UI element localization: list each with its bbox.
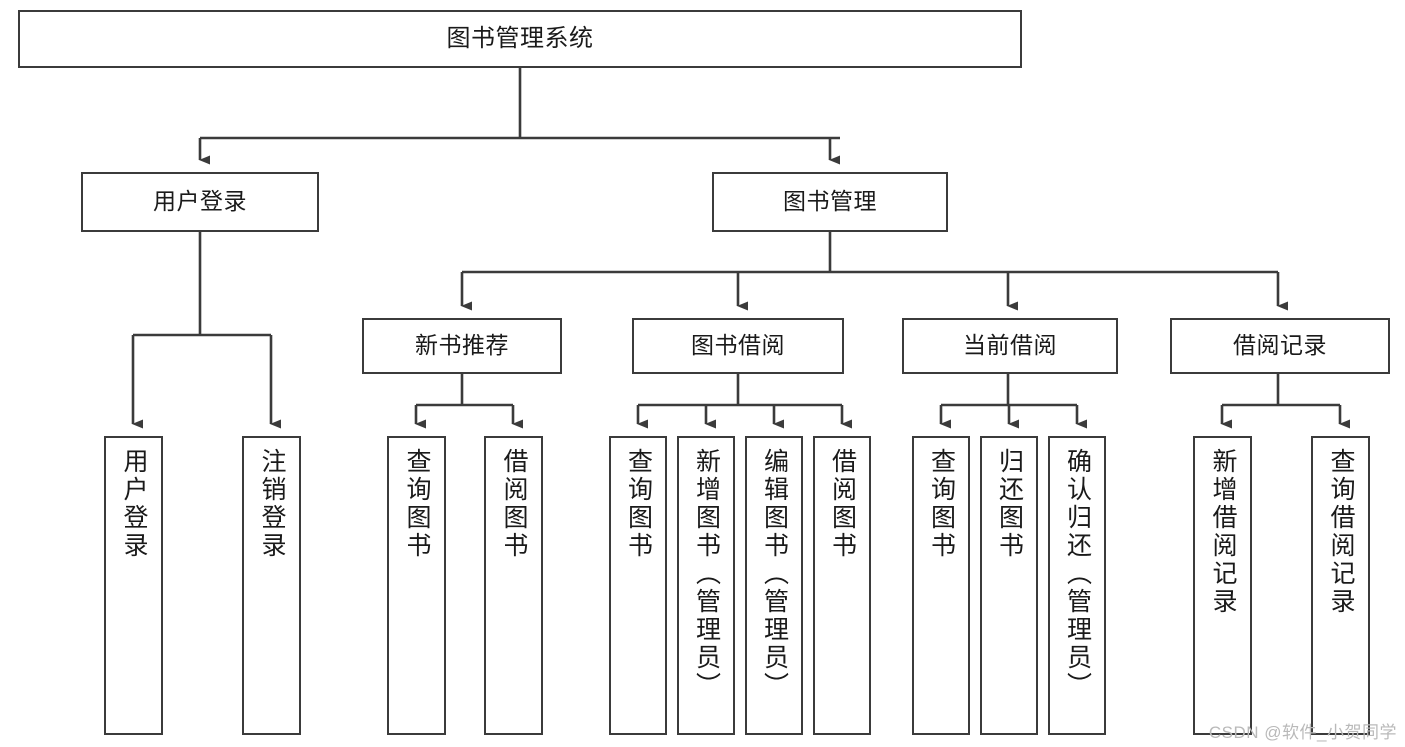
node-label: 新增借阅记录	[1209, 448, 1237, 616]
node-label: 图书管理系统	[446, 24, 594, 52]
node-leaf-add-record[interactable]: 新增借阅记录	[1193, 436, 1252, 735]
node-user-login[interactable]: 用户登录	[81, 172, 319, 232]
node-label: 查询图书	[403, 448, 431, 560]
node-book-manage[interactable]: 图书管理	[712, 172, 948, 232]
node-label: 图书管理	[783, 188, 877, 215]
node-leaf-query-book-2[interactable]: 查询图书	[609, 436, 667, 735]
node-current-borrow[interactable]: 当前借阅	[902, 318, 1118, 374]
node-label: 用户登录	[153, 188, 247, 215]
node-label: 借阅记录	[1233, 332, 1327, 359]
node-leaf-user-login[interactable]: 用户登录	[104, 436, 163, 735]
node-label: 归还图书	[995, 448, 1024, 560]
node-label: 图书借阅	[691, 332, 785, 359]
node-borrow-record[interactable]: 借阅记录	[1170, 318, 1390, 374]
node-label: 查询图书	[624, 448, 653, 560]
node-label: 查询借阅记录	[1327, 448, 1355, 616]
node-label: 查询图书	[927, 448, 956, 560]
node-label: 注销登录	[258, 448, 286, 560]
node-leaf-query-book-3[interactable]: 查询图书	[912, 436, 970, 735]
node-leaf-borrow-book-2[interactable]: 借阅图书	[813, 436, 871, 735]
node-label: 确认归还（管理员）	[1063, 448, 1092, 700]
node-label: 借阅图书	[500, 448, 528, 560]
node-book-borrow[interactable]: 图书借阅	[632, 318, 844, 374]
node-label: 新增图书（管理员）	[692, 448, 721, 700]
node-label: 借阅图书	[828, 448, 857, 560]
node-label: 新书推荐	[415, 332, 509, 359]
node-new-book-recommend[interactable]: 新书推荐	[362, 318, 562, 374]
node-leaf-confirm-return[interactable]: 确认归还（管理员）	[1048, 436, 1106, 735]
node-leaf-query-book-1[interactable]: 查询图书	[387, 436, 446, 735]
node-leaf-return-book[interactable]: 归还图书	[980, 436, 1038, 735]
node-leaf-query-record[interactable]: 查询借阅记录	[1311, 436, 1370, 735]
node-leaf-borrow-book-1[interactable]: 借阅图书	[484, 436, 543, 735]
node-leaf-logout-login[interactable]: 注销登录	[242, 436, 301, 735]
node-root-system[interactable]: 图书管理系统	[18, 10, 1022, 68]
node-leaf-edit-book[interactable]: 编辑图书（管理员）	[745, 436, 803, 735]
csdn-watermark: CSDN @软件_小贺同学	[1208, 723, 1397, 742]
node-label: 用户登录	[120, 448, 148, 560]
node-label: 当前借阅	[963, 332, 1057, 359]
node-label: 编辑图书（管理员）	[760, 448, 789, 700]
node-leaf-add-book[interactable]: 新增图书（管理员）	[677, 436, 735, 735]
